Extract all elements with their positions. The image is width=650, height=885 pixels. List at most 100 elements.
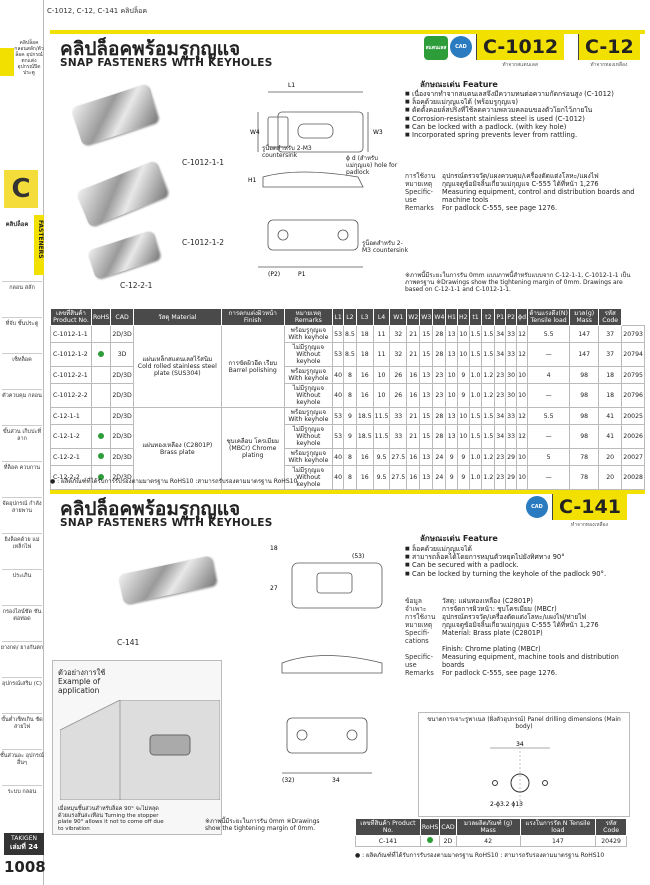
rohs-dot xyxy=(98,473,105,480)
sidebar-divider xyxy=(2,569,42,570)
photo-c141 xyxy=(117,555,218,605)
table-header: การตกแต่งผิวหน้า Finish xyxy=(220,308,285,326)
photo-c1012-1-1 xyxy=(70,83,160,147)
table-header: P2 xyxy=(505,308,518,326)
cad-icon[interactable]: CAD xyxy=(450,36,472,58)
table-header: L1 xyxy=(332,308,345,326)
sidebar-item-10[interactable]: ยางกด/ ยางกันตก xyxy=(0,645,44,651)
section-label: FASTENERS xyxy=(37,220,44,259)
sidebar-item-1[interactable]: ที่จับ ชั้นประตู xyxy=(5,321,39,327)
example-note: เมื่อหมุนชิ้นส่วนสำหรับล็อค 90° จะไม่หลุ… xyxy=(58,806,164,832)
technical-drawing-2: 18 (53) 27 (32) 34 xyxy=(270,545,383,784)
table-header: มวล(g) Mass xyxy=(569,308,600,326)
table-header: H1 xyxy=(445,308,458,326)
sidebar-divider xyxy=(2,785,42,786)
rohs-footnote-2: ● : ผลิตภัณฑ์ที่ได้รับการรับรองตามมาตรฐา… xyxy=(355,852,605,859)
spec-block-1: การใช้งานอุปกรณ์ตรวจวัด/แผงควบคุม/เครื่อ… xyxy=(405,172,635,212)
spec-block-2: ข้อมูลวัสดุ: แผ่นทองเหลือง (C2801P) จำเพ… xyxy=(405,597,619,677)
sidebar: คลิปล็อค กลอนสลัก/ตัวล็อค อุปกรณ์ตกแต่ง … xyxy=(0,0,46,885)
table-header: CAD xyxy=(110,308,134,326)
table-header: W2 xyxy=(406,308,421,326)
sidebar-divider xyxy=(2,749,42,750)
svg-text:18: 18 xyxy=(270,545,278,552)
sidebar-item-3[interactable]: ตัวควบคุม กลอน xyxy=(2,393,42,399)
sidebar-divider xyxy=(2,281,42,282)
sidebar-item-9[interactable]: กรองไลน์ชัด ชันต่อท่อด xyxy=(2,609,42,622)
rohs-footnote-1: ● : ผลิตภัณฑ์ที่ได้รับการรับรองตามมาตรฐา… xyxy=(50,478,298,485)
features-list-2: ล็อคด้วยแม่กุญแจได้สามารถล็อคได้โดยการหม… xyxy=(405,545,640,578)
table-header: RoHS xyxy=(90,308,112,326)
svg-text:W3: W3 xyxy=(373,129,383,136)
drawing-note-1: ※ภาพนี้มีระยะในการรัน 0mm แบบภาพนี้สำหรั… xyxy=(405,272,631,293)
sidebar-divider xyxy=(2,353,42,354)
rohs-dot xyxy=(427,837,434,843)
section1-rule xyxy=(50,30,645,34)
table-header: P1 xyxy=(494,308,507,326)
sidebar-item-7[interactable]: ยิงล็อคด้วย แม่เหล็กไฟ xyxy=(4,537,40,550)
breadcrumb: C-1012, C-12, C-141 คลิปล็อค xyxy=(47,7,148,15)
drawing-note-2: ※ภาพนี้มีระยะในการรัน 0mm ※Drawings show… xyxy=(205,818,320,832)
table-header: W3 xyxy=(419,308,434,326)
sidebar-item-4[interactable]: ขั้นส่วน เก็บปะที่ลาก xyxy=(2,429,42,442)
sidebar-divider xyxy=(2,461,42,462)
sidebar-item-0[interactable]: กลอน สลัก xyxy=(9,285,35,291)
table-header: W1 xyxy=(389,308,408,326)
sidebar-item-8[interactable]: ประเภิน xyxy=(12,573,32,579)
table-header: รหัส Code xyxy=(598,308,623,326)
rohs-dot xyxy=(98,432,105,439)
svg-text:H1: H1 xyxy=(248,177,257,184)
sidebar-divider xyxy=(2,605,42,606)
sidebar-divider xyxy=(2,425,42,426)
category-sub: คลิปล็อค xyxy=(5,221,29,228)
label-c1012-1-2: C-1012-1-2 xyxy=(182,238,224,247)
sidebar-item-12[interactable]: ขั้นต่ำเซ็ทเกิน ชัดสายไฟ xyxy=(1,717,43,730)
section-strip xyxy=(34,215,44,275)
category-letter: C xyxy=(4,170,38,208)
sidebar-top-label: คลิปล็อค กลอนสลัก/ตัวล็อค อุปกรณ์ตกแต่ง … xyxy=(14,40,44,76)
table-header: t2 xyxy=(481,308,496,326)
panel-drilling-diagram: 34 2-ϕ3.2 ϕ13 xyxy=(490,741,550,808)
table-header: เลขที่สินค้า Product No. xyxy=(50,308,92,326)
table-header: L3 xyxy=(355,308,374,326)
sidebar-divider xyxy=(2,533,42,534)
svg-text:34: 34 xyxy=(332,777,340,784)
table-header: ต้านแรงดึง(N) Tensile load xyxy=(527,308,571,326)
section2-title-en: SNAP FASTENERS WITH KEYHOLES xyxy=(60,517,273,529)
table-header: หมายเหตุ Remarks xyxy=(283,308,334,326)
svg-text:(53): (53) xyxy=(352,553,364,560)
sidebar-item-6[interactable]: จัดอุปกรณ์ กำลังสายพาน xyxy=(2,501,42,514)
table-header: L2 xyxy=(343,308,357,326)
sidebar-item-14[interactable]: ระบบ กลอน xyxy=(7,789,37,795)
sidebar-divider xyxy=(2,389,42,390)
sidebar-item-2[interactable]: เซ็ทล็อค xyxy=(12,357,32,363)
sidebar-divider xyxy=(2,677,42,678)
feature-title-1: ลักษณะเด่น Feature xyxy=(420,80,498,89)
svg-text:(32): (32) xyxy=(282,777,294,784)
padlock-hole-label: ϕ d (สำหรับแม่กุญแจ) hole for padlock xyxy=(346,155,398,176)
cad-icon-2[interactable]: CAD xyxy=(526,496,548,518)
section1-title-th: คลิปล็อคพร้อมรูกุญแจ xyxy=(60,38,241,60)
sidebar-item-11[interactable]: อุปกรณ์เสริม (C) xyxy=(2,681,42,687)
section2-title-th: คลิปล็อคพร้อมรูกุญแจ xyxy=(60,498,241,520)
example-illustration xyxy=(60,700,220,800)
label-c12-2-1: C-12-2-1 xyxy=(120,281,153,290)
section1-title-en: SNAP FASTENERS WITH KEYHOLES xyxy=(60,57,273,69)
countersink-label: รูน็อตสำหรับ 2-M3 countersink xyxy=(262,145,312,159)
sidebar-item-5[interactable]: ที่ล็อค ควบกาน xyxy=(3,465,41,471)
sidebar-item-13[interactable]: ชั้นส่วนอะ อุปกรณ์อื่นๆ xyxy=(0,753,44,766)
rohs-dot xyxy=(98,453,105,459)
table-header: ϕd xyxy=(516,308,529,326)
svg-text:27: 27 xyxy=(270,585,278,592)
category-tab[interactable] xyxy=(0,48,14,76)
table-header: W4 xyxy=(432,308,447,326)
panel-drilling-box xyxy=(418,712,630,817)
svg-text:34: 34 xyxy=(516,741,524,748)
sidebar-divider xyxy=(2,713,42,714)
